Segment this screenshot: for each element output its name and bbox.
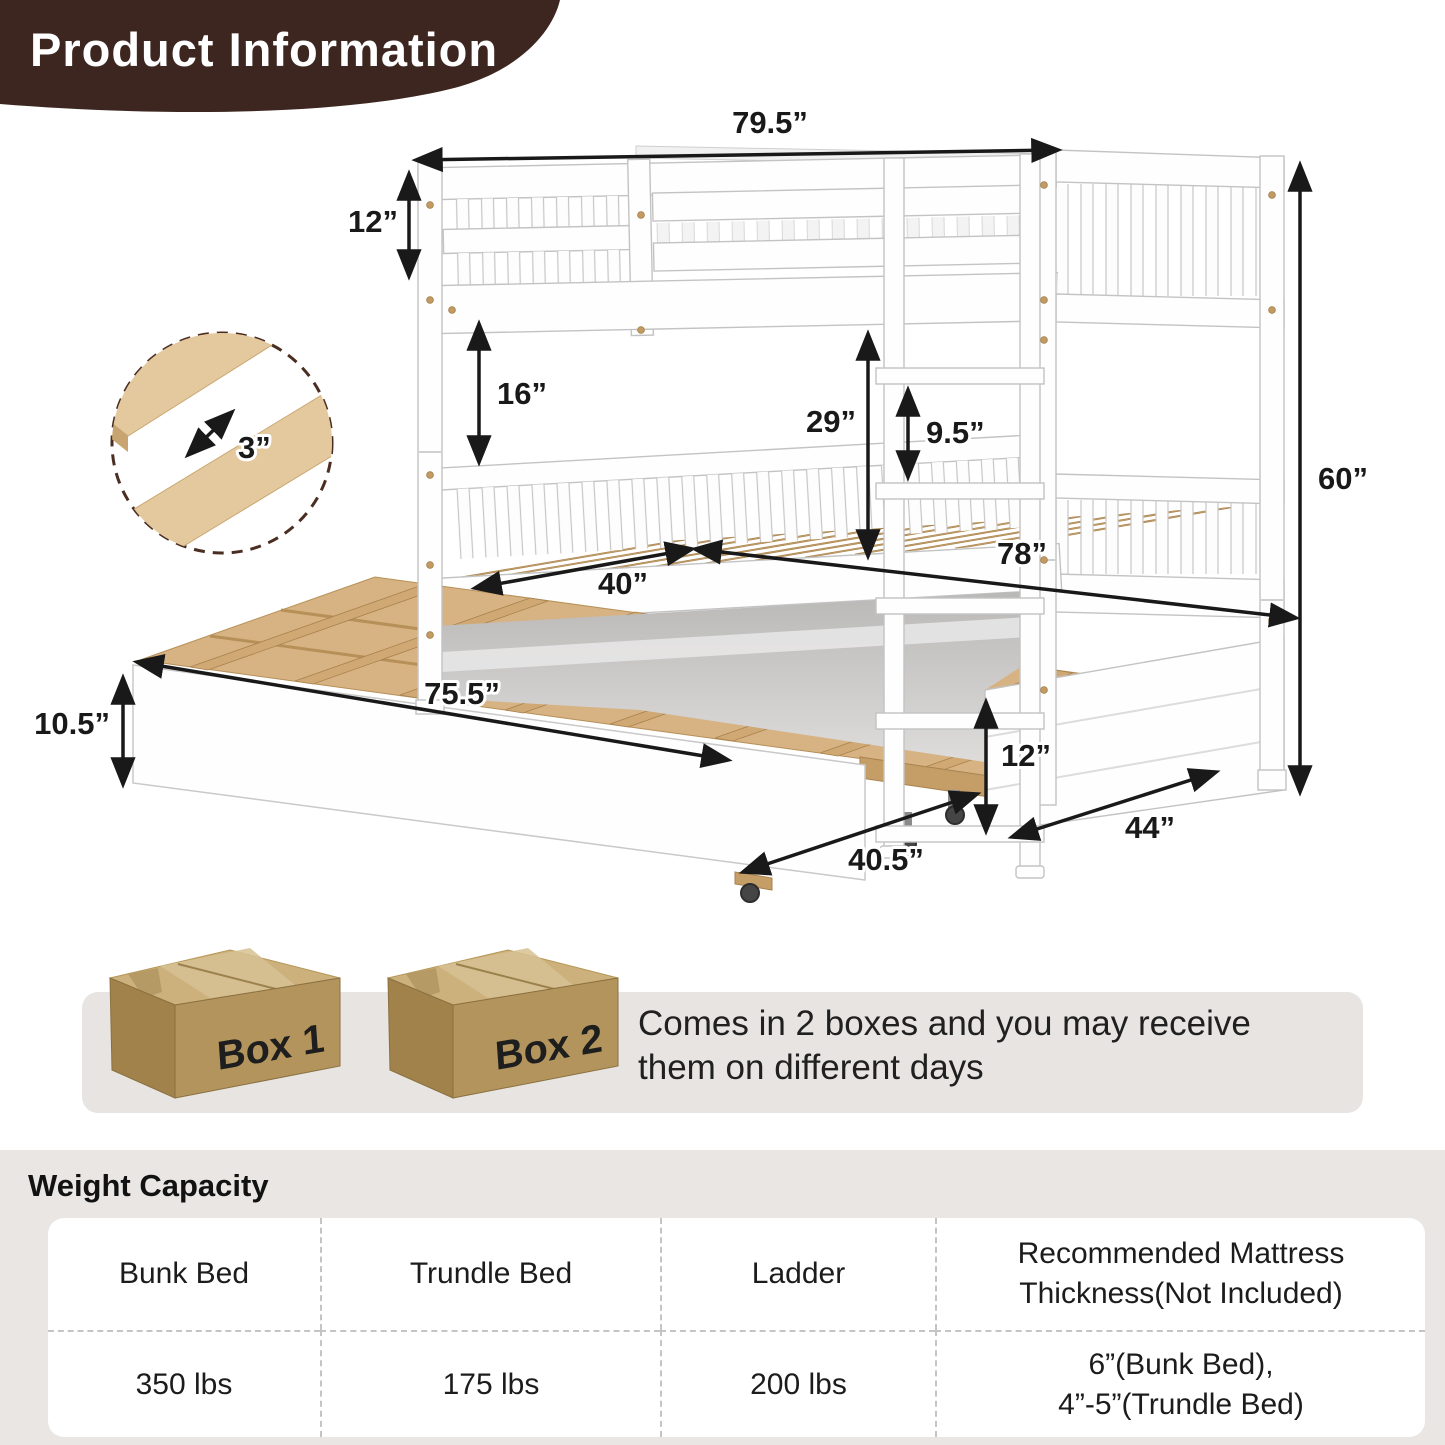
top-bunk-end-panel <box>1055 149 1285 329</box>
dim-slat-gap: 3” <box>238 430 271 465</box>
dim-length-top: 79.5” <box>732 105 808 140</box>
col-header-trundle-bed: Trundle Bed <box>320 1218 660 1330</box>
value-ladder: 200 lbs <box>660 1330 935 1437</box>
dim-gap-height: 16” <box>497 376 547 411</box>
shipping-note-line2: them on different days <box>638 1048 984 1087</box>
lower-bunk-footboard <box>1053 473 1285 619</box>
weight-capacity-table: Bunk Bed Trundle Bed Ladder Recommended … <box>48 1218 1425 1437</box>
back-right-foot <box>1257 769 1287 791</box>
dim-trundle-height: 10.5” <box>34 706 110 741</box>
dim-trundle-width: 40.5” <box>848 842 924 877</box>
box-1-icon: Box 1 <box>108 948 341 1099</box>
weight-capacity-section: Weight Capacity Bunk Bed Trundle Bed Lad… <box>0 1150 1445 1445</box>
ladder-rung-1 <box>875 367 1045 385</box>
dim-base-height: 12” <box>1001 738 1051 773</box>
dim-total-height: 60” <box>1318 461 1368 496</box>
shipping-boxes: Box 1 Box 2 <box>108 948 619 1099</box>
end-top-beam <box>1055 149 1285 189</box>
value-trundle-bed: 175 lbs <box>320 1330 660 1437</box>
box-2-icon: Box 2 <box>386 948 619 1099</box>
bed-posts <box>415 149 1287 806</box>
dim-trundle-length: 75.5” <box>424 676 500 711</box>
page-header: Product Information <box>0 0 560 113</box>
col-header-bunk-bed: Bunk Bed <box>118 1257 250 1290</box>
footboard-top-beam <box>1053 473 1285 505</box>
end-slats <box>1058 184 1282 296</box>
headboard-slats-row1 <box>444 195 634 230</box>
ladder-rung-4 <box>875 712 1045 730</box>
dimension-annotations: 79.5” 12” 16” 29” 9.5” 60” 78” 40” 75.5”… <box>31 102 1371 880</box>
shipping-note-line1: Comes in 2 boxes and you may receive <box>638 1004 1251 1043</box>
col-header-ladder: Ladder <box>660 1218 935 1330</box>
col-header-mattress: Recommended Mattress Thickness(Not Inclu… <box>935 1218 1425 1330</box>
bed-diagram: 3” 79.5” 12” 16” 29” 9.5” 60” 78” 40” 75… <box>0 0 1371 903</box>
headboard-slats-row2 <box>445 249 635 286</box>
slat-spacing-inset: 3” <box>110 331 334 555</box>
shipping-section: Box 1 Box 2 Comes in 2 boxes and you may… <box>0 940 1445 1130</box>
headboard-mid-rail <box>442 224 635 255</box>
front-left-post <box>417 161 443 713</box>
dim-lower-bed-width: 40” <box>598 566 648 601</box>
end-bottom-beam <box>1055 293 1285 329</box>
ladder-rung-3 <box>875 597 1045 615</box>
ladder-rung-2 <box>875 482 1045 500</box>
bunk-bed <box>132 145 1287 903</box>
shipping-note: Comes in 2 boxes and you may receive the… <box>638 1002 1378 1090</box>
back-right-post <box>1259 155 1285 773</box>
top-bunk-front <box>417 153 1060 337</box>
dim-bed-depth: 44” <box>1125 810 1175 845</box>
header-blob <box>0 0 560 113</box>
value-mattress: 6”(Bunk Bed), 4”-5”(Trundle Bed) <box>935 1330 1425 1437</box>
footboard-slats <box>1056 500 1282 574</box>
value-bunk-bed: 350 lbs <box>48 1330 320 1437</box>
dim-lower-bed-length: 78” <box>997 536 1047 571</box>
ladder-left-rail <box>883 157 905 853</box>
dim-guardrail-height: 12” <box>348 204 398 239</box>
weight-capacity-title: Weight Capacity <box>28 1168 269 1203</box>
dim-rung-spacing: 9.5” <box>926 415 985 450</box>
page-title: Product Information <box>30 23 498 76</box>
dim-under-clearance: 29” <box>806 404 856 439</box>
